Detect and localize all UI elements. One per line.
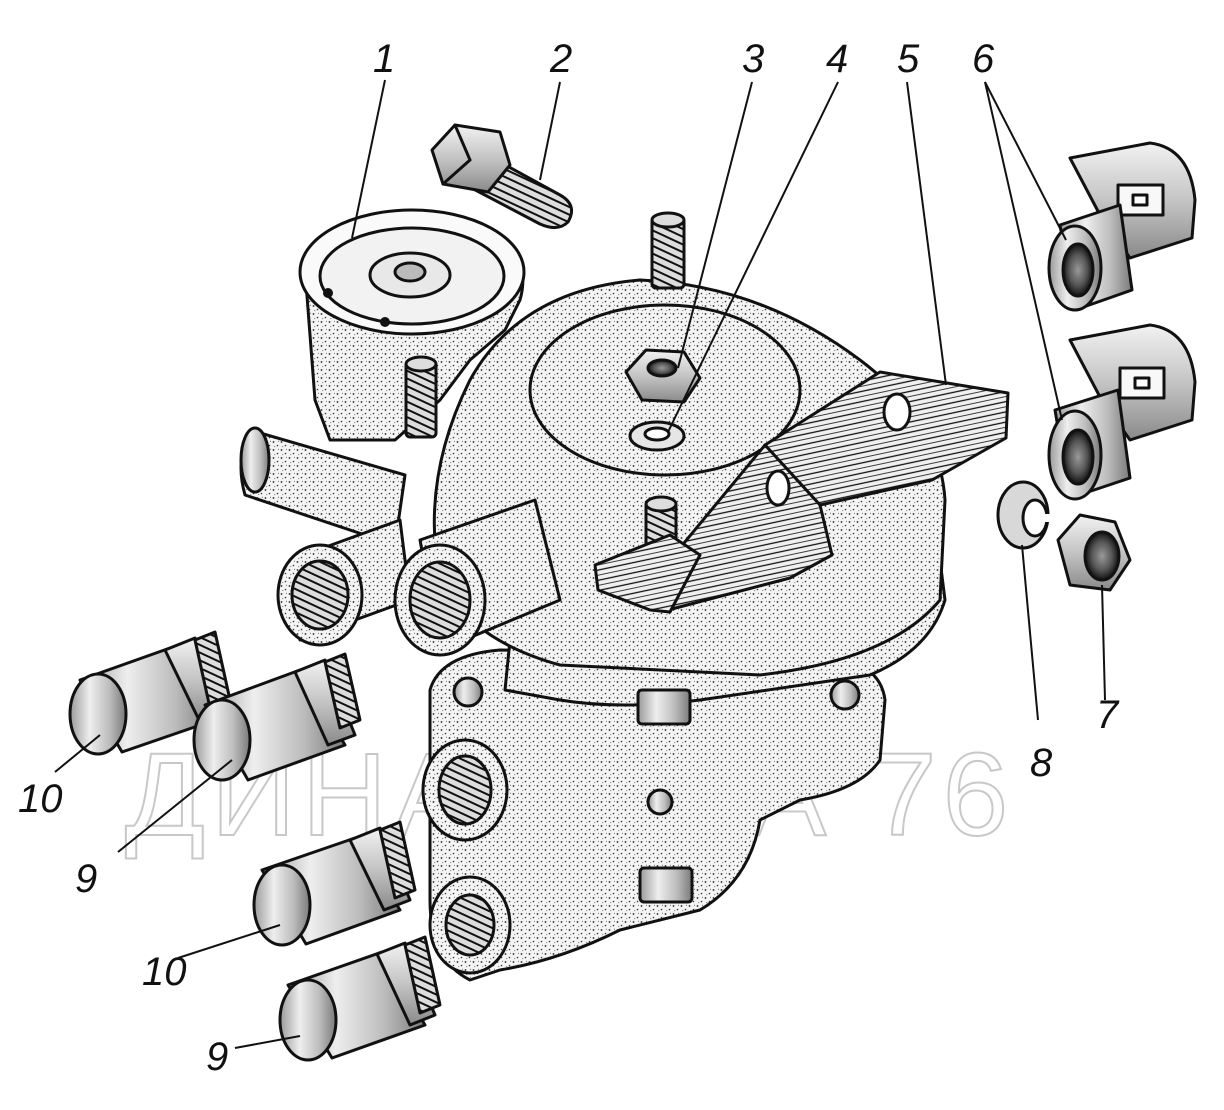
leader-5: [906, 81, 947, 386]
leader-6a: [984, 81, 1067, 241]
part-5-mounting-bracket: [593, 370, 1010, 614]
callout-5: 5: [897, 37, 920, 81]
left-port-a-bore: [290, 559, 350, 631]
bracket-hole-web: [765, 469, 791, 507]
part-4-spring-washer: [628, 420, 686, 452]
top-stud-right-end: [650, 211, 686, 229]
flange-bolt-left: [452, 676, 484, 708]
left-pipe-end: [239, 426, 271, 494]
callout-2: 2: [549, 37, 572, 81]
leader-1: [351, 79, 386, 239]
part-10-plug-lower: [252, 820, 417, 947]
cap-screw-bottom: [380, 317, 390, 327]
leader-2: [539, 81, 561, 181]
left-port-b-bore: [408, 560, 472, 640]
leader-lines: [54, 79, 1106, 1049]
regulator-center-nut: [393, 261, 427, 283]
leader-9b: [234, 1035, 301, 1049]
part-2-hex-bolt: [430, 123, 574, 229]
callout-9-lower: 9: [206, 1035, 228, 1079]
leader-10b: [177, 924, 281, 959]
part-8-split-washer: [996, 480, 1054, 550]
callout-10-upper: 10: [18, 777, 63, 821]
part-7-hex-nut: [1056, 513, 1132, 592]
flange-bolt-front: [646, 788, 674, 816]
leader-6b: [984, 81, 1063, 421]
leader-4: [667, 81, 839, 433]
part-3-hex-nut: [624, 348, 702, 404]
leader-10a: [54, 734, 101, 773]
valve-body: [239, 208, 947, 982]
callout-labels: 1 2 3 4 5 6 7 8 10 9 10 9: [18, 37, 1120, 1079]
leader-9a: [117, 759, 233, 853]
part-9-plug-upper: [192, 652, 362, 782]
part-6-elbow-fitting-upper: [1047, 141, 1197, 312]
lower-port-a-bore: [437, 754, 493, 826]
top-stud-left: [404, 360, 438, 439]
top-stud-left-end: [404, 355, 438, 373]
bracket-stud-end: [644, 495, 678, 513]
callout-9-upper: 9: [75, 857, 97, 901]
housing-bolt-low: [638, 866, 694, 904]
leader-3: [677, 81, 753, 369]
bracket-foot: [593, 533, 702, 614]
part-6-elbow-fitting-lower: [1047, 323, 1197, 501]
callout-1: 1: [373, 37, 395, 81]
callout-4: 4: [826, 37, 848, 81]
bracket-hole-top: [882, 392, 912, 432]
callout-8: 8: [1030, 741, 1053, 785]
housing-bolt-mid: [636, 688, 692, 726]
callout-7: 7: [1096, 693, 1120, 737]
leader-7: [1101, 584, 1106, 701]
lower-port-b-bore: [444, 893, 496, 957]
leader-8: [1021, 544, 1039, 721]
callout-6: 6: [972, 37, 995, 81]
callout-10-lower: 10: [142, 950, 187, 994]
flange-bolt-right: [829, 679, 861, 711]
part-9-plug-lower: [278, 935, 442, 1062]
cap-screw-left: [323, 288, 333, 298]
callout-3: 3: [742, 37, 764, 81]
